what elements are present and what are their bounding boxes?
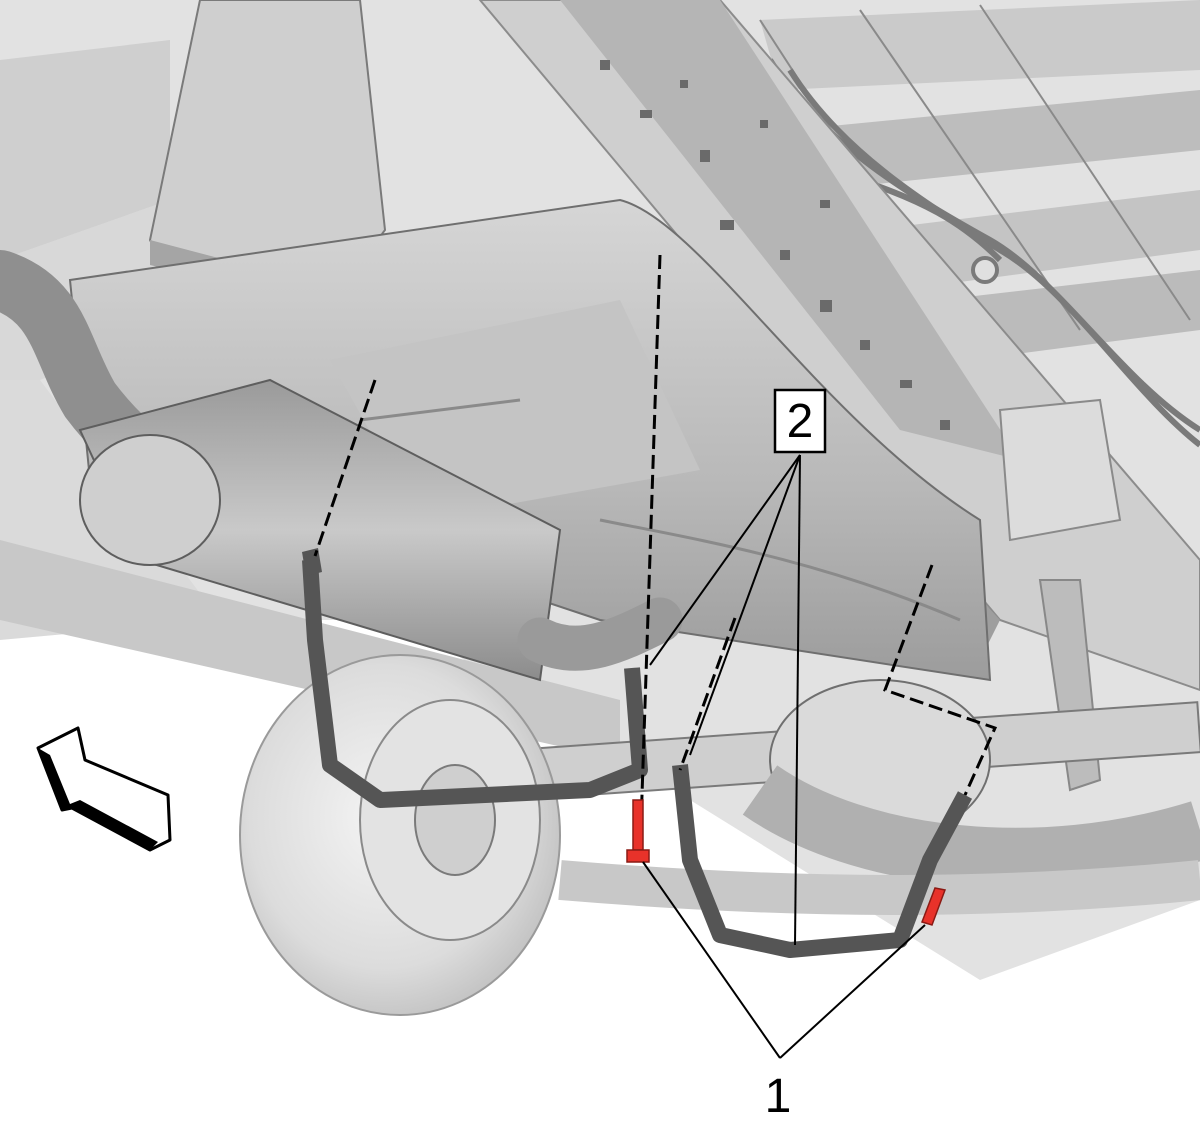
installation-dash-lines bbox=[313, 254, 998, 856]
exhaust-system bbox=[0, 250, 683, 682]
strap-fasteners bbox=[626, 799, 947, 926]
fuel-tank-strap-front bbox=[302, 548, 648, 808]
floor-crossmembers bbox=[759, 0, 1200, 361]
callout-1-leaders bbox=[642, 861, 926, 1059]
fuel-tank-strap-rear bbox=[672, 764, 973, 958]
callout-2-leaders bbox=[649, 454, 801, 946]
strap-bolt-front bbox=[626, 799, 650, 863]
front-direction-arrow-icon bbox=[36, 726, 172, 852]
callout-1: 1 bbox=[765, 1070, 792, 1123]
strap-bolt-rear bbox=[921, 887, 947, 926]
callout-2-box bbox=[773, 388, 827, 454]
callout-2: 2 bbox=[773, 388, 827, 454]
rear-tire bbox=[239, 654, 561, 1016]
callout-1-label: 1 bbox=[765, 1070, 792, 1123]
callout-2-label: 2 bbox=[787, 395, 814, 448]
